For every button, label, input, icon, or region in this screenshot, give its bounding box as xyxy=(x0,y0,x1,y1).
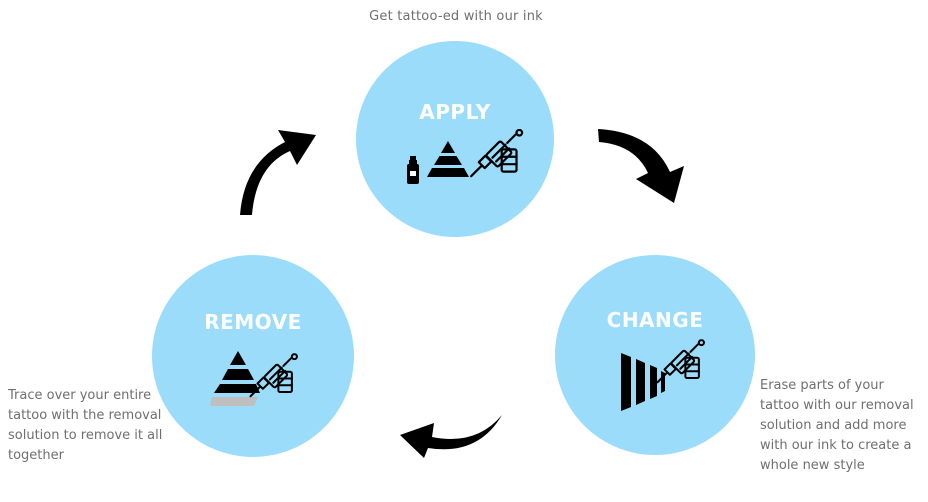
remove-step: REMOVE xyxy=(152,255,354,457)
change-step: CHANGE xyxy=(555,255,755,455)
remove-caption: Trace over your entire tattoo with the r… xyxy=(8,388,163,463)
faded-pyramid-icon xyxy=(210,351,260,406)
apply-step: APPLY xyxy=(356,41,554,237)
tattoo-machine-icon xyxy=(248,353,302,399)
remove-label: REMOVE xyxy=(204,310,302,334)
tattoo-machine-icon xyxy=(655,339,709,385)
apply-caption: Get tattoo-ed with our ink xyxy=(369,9,543,24)
arrow-apply-to-change xyxy=(598,129,684,203)
change-caption: Erase parts of your tattoo with our remo… xyxy=(760,378,914,473)
change-label: CHANGE xyxy=(606,308,704,332)
tattoo-machine-icon xyxy=(468,129,528,179)
apply-label: APPLY xyxy=(419,100,491,124)
arrow-change-to-remove xyxy=(400,415,502,458)
eraser-bars-icon xyxy=(621,353,665,411)
ink-bottle-icon xyxy=(407,156,419,184)
arrow-remove-to-apply xyxy=(240,130,316,215)
pyramid-icon xyxy=(427,141,469,177)
